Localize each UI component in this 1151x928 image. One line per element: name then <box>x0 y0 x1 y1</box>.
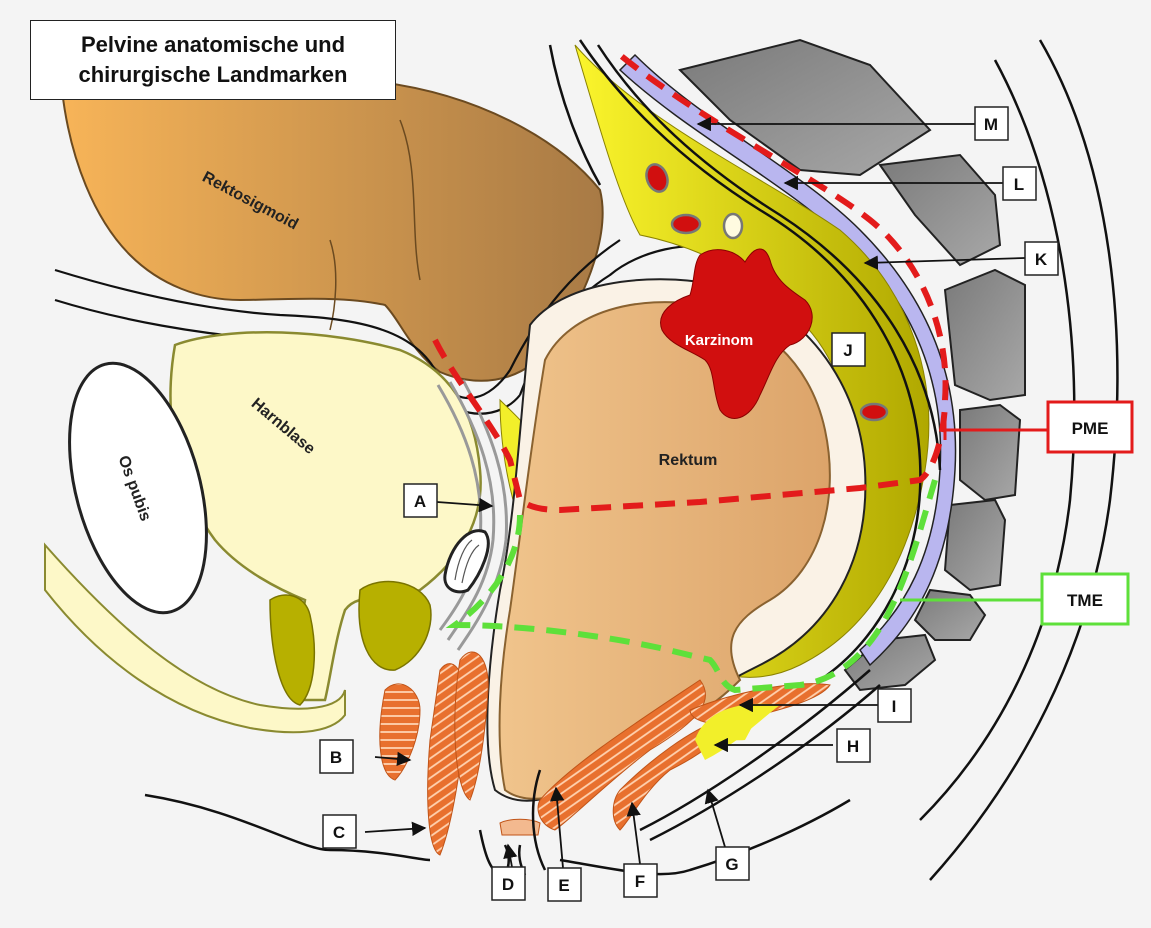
letter-A: A <box>414 492 426 511</box>
letter-K: K <box>1035 250 1048 269</box>
letter-E: E <box>558 876 569 895</box>
diagram-title-box: Pelvine anatomische und chirurgische Lan… <box>30 20 396 100</box>
letter-B: B <box>330 748 342 767</box>
letter-M: M <box>984 115 998 134</box>
letter-I: I <box>892 697 897 716</box>
letter-H: H <box>847 737 859 756</box>
letter-J: J <box>843 341 852 360</box>
label-rektum: Rektum <box>659 452 718 469</box>
title-line-2: chirurgische Landmarken <box>79 60 348 90</box>
pme-label: PME <box>1072 419 1109 438</box>
tme-label: TME <box>1067 591 1103 610</box>
letter-D: D <box>502 875 514 894</box>
label-karzinom: Karzinom <box>685 332 753 349</box>
letter-L: L <box>1014 175 1024 194</box>
title-line-1: Pelvine anatomische und <box>81 30 345 60</box>
letter-G: G <box>725 855 738 874</box>
letter-C: C <box>333 823 345 842</box>
letter-F: F <box>635 872 645 891</box>
